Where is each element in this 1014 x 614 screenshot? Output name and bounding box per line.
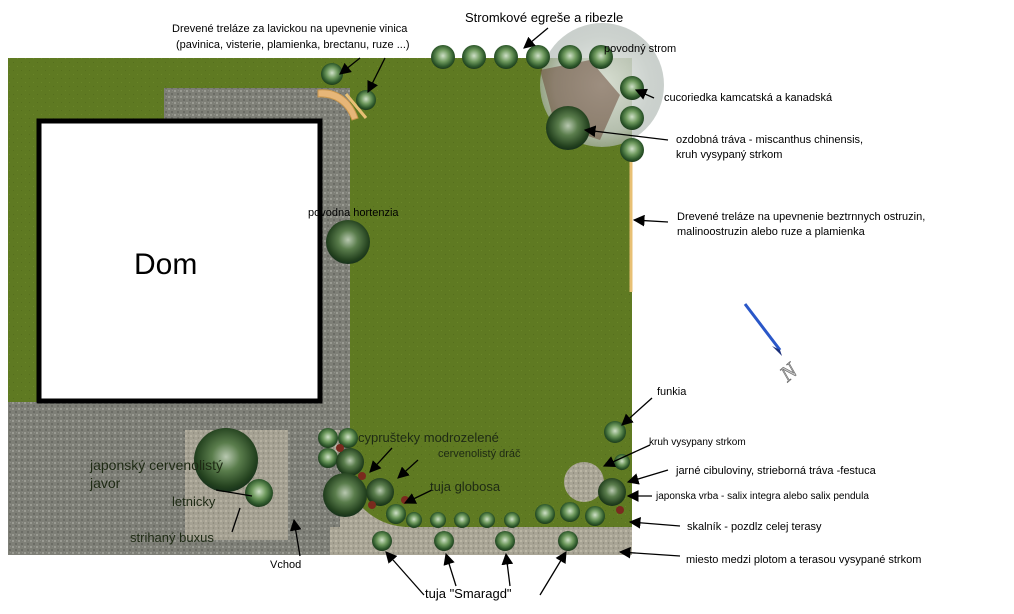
- label-thuja-globosa: tuja globosa: [430, 479, 501, 494]
- trellis-bench-line: [344, 93, 368, 119]
- label-willow: japonska vrba - salix integra alebo sali…: [656, 491, 869, 502]
- bulbs-plant: [614, 454, 630, 470]
- label-trellis-fence-2: malinoostruzin alebo ruze a plamienka: [677, 226, 865, 238]
- label-gravel-circle: kruh vysypany strkom: [649, 437, 746, 448]
- label-bulbs: jarné cibuloviny, strieborná tráva -fest…: [676, 465, 876, 477]
- hydrangea: [326, 220, 370, 264]
- svg-text:N: N: [774, 357, 803, 387]
- japanese-maple: [194, 428, 258, 492]
- label-maple-2: javor: [90, 475, 121, 491]
- label-trellis-bench-2: (pavinica, visterie, plamienka, brectanu…: [176, 39, 410, 51]
- annuals-shrub: [245, 479, 273, 507]
- label-barberry: cervenolistý dráč: [438, 448, 521, 460]
- label-annuals: letnicky: [172, 494, 216, 509]
- label-trellis-fence-1: Drevené treláze na upevnenie beztrnnych …: [677, 211, 926, 223]
- willow: [598, 478, 626, 506]
- currant-row: [431, 45, 613, 69]
- funkia-plant: [604, 421, 626, 443]
- rockery-row: [406, 502, 605, 528]
- label-gravel-between: miesto medzi plotom a terasou vysypané s…: [686, 554, 922, 566]
- label-original-tree: povodný strom: [604, 43, 677, 55]
- label-miscanthus-1: ozdobná tráva - miscanthus chinensis,: [676, 134, 864, 146]
- gravel-circle: [564, 462, 604, 502]
- bench-vine-1: [321, 63, 343, 85]
- label-maple-1: japonský cervenolistý: [90, 457, 224, 473]
- blueberry-column: [620, 76, 644, 162]
- miscanthus: [546, 106, 590, 150]
- cypress-cluster: [318, 428, 406, 524]
- label-boxwood: strihaný buxus: [130, 530, 214, 545]
- label-blueberry: cucoriedka kamcatská a kanadská: [664, 92, 833, 104]
- trellis-bench: [317, 89, 359, 121]
- label-trellis-bench-1: Drevené treláze za lavickou na upevnenie…: [172, 23, 408, 35]
- label-cypress: cyprušteky modrozelené: [358, 430, 499, 445]
- label-rockery: skalník - pozdlz celej terasy: [687, 521, 822, 533]
- north-arrow: N: [743, 303, 803, 387]
- bench-vine-2: [356, 90, 376, 110]
- label-entrance: Vchod: [270, 559, 302, 571]
- label-currants: Stromkové egreše a ribezle: [465, 10, 624, 25]
- house: [36, 118, 323, 404]
- smaragd-row: [372, 531, 578, 551]
- label-funkia: funkia: [657, 386, 687, 398]
- label-hydrangea: povodna hortenzia: [308, 207, 399, 219]
- label-miscanthus-2: kruh vysypaný strkom: [676, 149, 783, 161]
- label-smaragd: tuja "Smaragd": [425, 586, 512, 601]
- leader-lines: [215, 27, 681, 596]
- house-label: Dom: [134, 248, 198, 281]
